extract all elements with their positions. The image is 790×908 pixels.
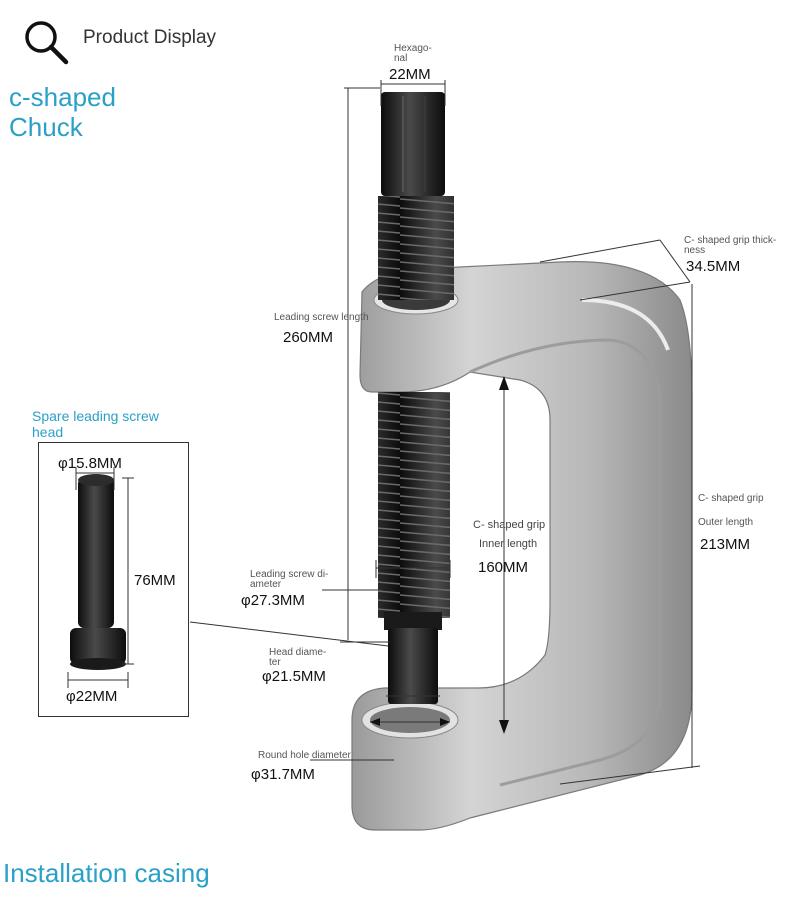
screw-head-cylinder bbox=[388, 628, 438, 704]
screw-tip bbox=[384, 612, 442, 630]
grip-thickness-value: 34.5MM bbox=[686, 258, 741, 275]
hexagonal-label: Hexago-nal bbox=[394, 43, 432, 64]
spare-title: Spare leading screw head bbox=[32, 408, 159, 440]
head-diameter-value: φ21.5MM bbox=[262, 668, 326, 685]
outer-length-value: 213MM bbox=[700, 536, 751, 553]
screw-diameter-value: φ27.3MM bbox=[241, 592, 305, 609]
inner-length-value: 160MM bbox=[478, 559, 529, 576]
screw-length-label: Leading screw length bbox=[274, 312, 369, 323]
hexagonal-value: 22MM bbox=[389, 66, 431, 83]
casing-section-title: Installation casing bbox=[3, 858, 210, 888]
screw-diameter-label: Leading screw di-ameter bbox=[250, 569, 329, 590]
inner-length-label-2: Inner length bbox=[479, 538, 538, 550]
spare-length: 76MM bbox=[134, 572, 176, 589]
spare-box bbox=[38, 442, 189, 717]
chuck-section-title: c-shaped Chuck bbox=[9, 82, 116, 142]
c-frame bbox=[351, 261, 693, 831]
outer-length-label-1: C- shaped grip bbox=[698, 493, 764, 504]
outer-length-label-2: Outer length bbox=[698, 517, 754, 528]
screw-thread-lower bbox=[378, 392, 450, 618]
spare-top-diameter: φ15.8MM bbox=[58, 455, 122, 472]
head-diameter-label: Head diame-ter bbox=[269, 647, 327, 668]
inner-length-label-1: C- shaped grip bbox=[473, 519, 546, 531]
hole-diameter-label: Round hole diameter bbox=[258, 750, 351, 761]
page-title: Product Display bbox=[83, 27, 217, 48]
spare-bottom-diameter: φ22MM bbox=[66, 688, 118, 705]
hole-diameter-value: φ31.7MM bbox=[251, 766, 315, 783]
screw-thread-upper bbox=[378, 196, 454, 300]
grip-thickness-label: C- shaped grip thick-ness bbox=[684, 235, 777, 256]
screw-length-value: 260MM bbox=[283, 329, 334, 346]
hex-head bbox=[381, 92, 445, 196]
spare-screw-head bbox=[70, 474, 126, 670]
search-icon bbox=[22, 18, 70, 66]
